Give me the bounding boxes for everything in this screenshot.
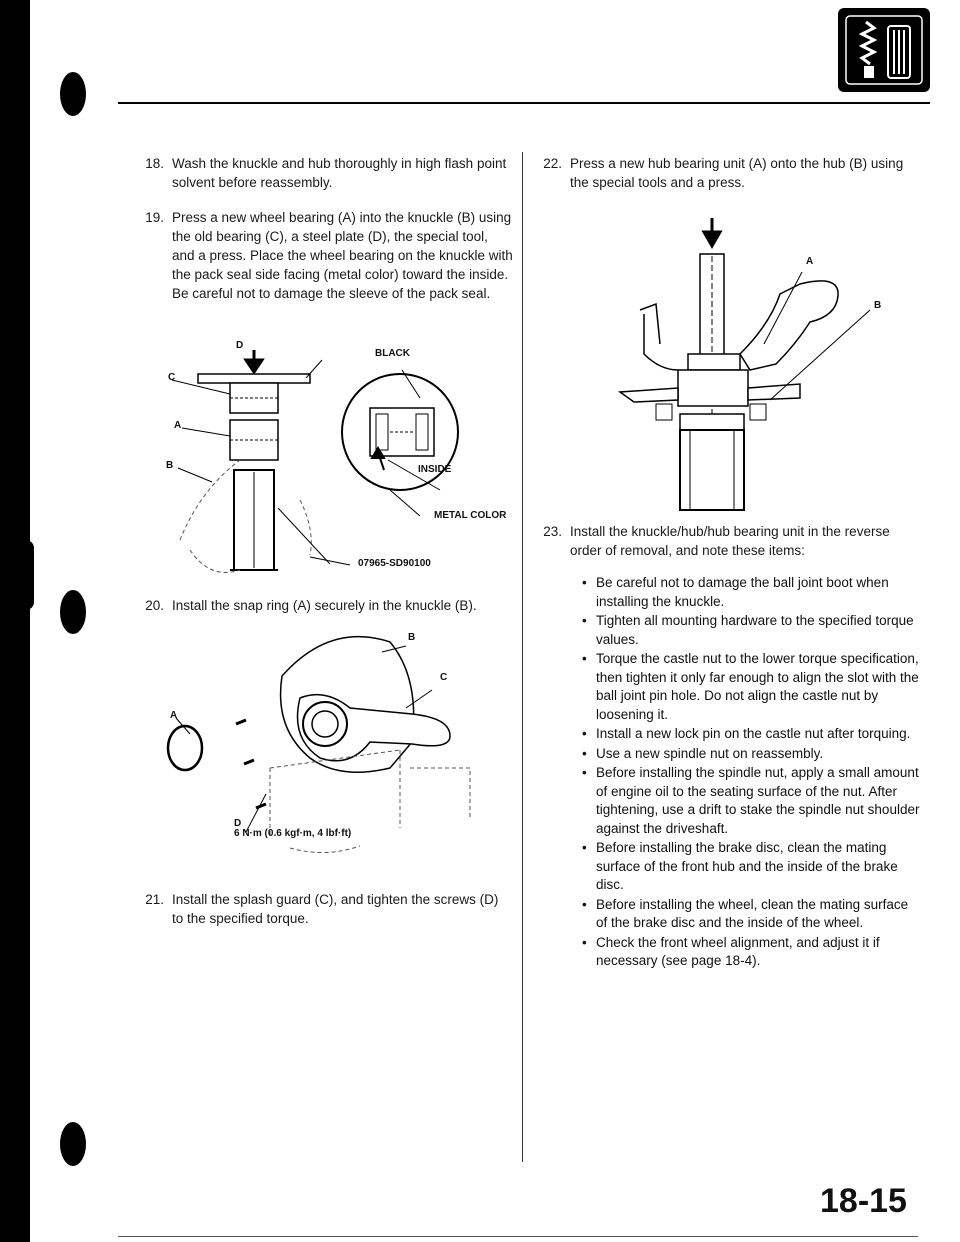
step-18: 18. Wash the knuckle and hub thoroughly … bbox=[140, 154, 512, 198]
label-b: B bbox=[874, 300, 882, 311]
suspension-section-icon bbox=[838, 8, 930, 92]
figure-bearing-press: D BLACK C A B INSIDE METAL COLOR 07965-S… bbox=[150, 340, 510, 590]
step-text: Press a new hub bearing unit (A) onto th… bbox=[570, 156, 904, 190]
label-a: A bbox=[170, 710, 178, 721]
step-23: 23. Install the knuckle/hub/hub bearing … bbox=[538, 522, 930, 566]
label-a: A bbox=[174, 420, 182, 431]
footer-rule bbox=[118, 1236, 918, 1237]
step-number: 18. bbox=[145, 156, 164, 171]
note-item: Be careful not to damage the ball joint … bbox=[582, 574, 922, 611]
note-item: Torque the castle nut to the lower torqu… bbox=[582, 650, 922, 724]
step-22: 22. Press a new hub bearing unit (A) ont… bbox=[538, 154, 930, 198]
label-black: BLACK bbox=[375, 348, 410, 359]
page-hole-mark bbox=[60, 72, 86, 116]
step-number: 22. bbox=[543, 156, 562, 171]
note-item: Tighten all mounting hardware to the spe… bbox=[582, 612, 922, 649]
step-text: Install the knuckle/hub/hub bearing unit… bbox=[570, 524, 890, 558]
note-item: Install a new lock pin on the castle nut… bbox=[582, 725, 922, 744]
page-hole-mark bbox=[60, 1122, 86, 1166]
step-19: 19. Press a new wheel bearing (A) into t… bbox=[140, 208, 513, 308]
page-hole-mark bbox=[60, 590, 86, 634]
label-b: B bbox=[408, 632, 416, 643]
installation-notes: Be careful not to damage the ball joint … bbox=[582, 574, 922, 972]
step-21: 21. Install the splash guard (C), and ti… bbox=[140, 890, 512, 934]
note-item: Before installing the brake disc, clean … bbox=[582, 839, 922, 895]
left-binding-bar bbox=[0, 0, 30, 1242]
figure-snap-ring: B C A D 6 N·m (0.6 kgf·m, 4 lbf·ft) bbox=[150, 618, 510, 878]
label-inside: INSIDE bbox=[418, 464, 452, 475]
page-number: 18-15 bbox=[820, 1182, 907, 1220]
figure-hub-press: A B bbox=[600, 204, 900, 514]
step-number: 23. bbox=[543, 524, 562, 539]
label-tool-number: 07965-SD90100 bbox=[358, 558, 431, 569]
note-item: Before installing the wheel, clean the m… bbox=[582, 896, 922, 933]
step-text: Wash the knuckle and hub thoroughly in h… bbox=[172, 156, 507, 190]
note-item: Check the front wheel alignment, and adj… bbox=[582, 934, 922, 971]
label-d: D bbox=[236, 340, 244, 351]
header-rule bbox=[118, 102, 930, 104]
label-b: B bbox=[166, 460, 174, 471]
label-c: C bbox=[440, 672, 448, 683]
label-a: A bbox=[806, 256, 814, 267]
step-20: 20. Install the snap ring (A) securely i… bbox=[140, 596, 512, 618]
label-c: C bbox=[168, 372, 176, 383]
binding-notch bbox=[26, 540, 34, 610]
column-divider bbox=[522, 152, 523, 1162]
step-number: 20. bbox=[145, 598, 164, 613]
note-item: Before installing the spindle nut, apply… bbox=[582, 764, 922, 838]
step-text: Install the snap ring (A) securely in th… bbox=[172, 598, 477, 613]
notes-list: Be careful not to damage the ball joint … bbox=[582, 574, 922, 971]
step-number: 21. bbox=[145, 892, 164, 907]
step-text: Install the splash guard (C), and tighte… bbox=[172, 892, 499, 926]
label-metal-color: METAL COLOR bbox=[434, 510, 507, 521]
step-text: Press a new wheel bearing (A) into the k… bbox=[172, 210, 513, 301]
torque-spec: 6 N·m (0.6 kgf·m, 4 lbf·ft) bbox=[234, 828, 352, 839]
note-item: Use a new spindle nut on reassembly. bbox=[582, 745, 922, 764]
step-number: 19. bbox=[145, 210, 164, 225]
label-d: D bbox=[234, 818, 242, 829]
